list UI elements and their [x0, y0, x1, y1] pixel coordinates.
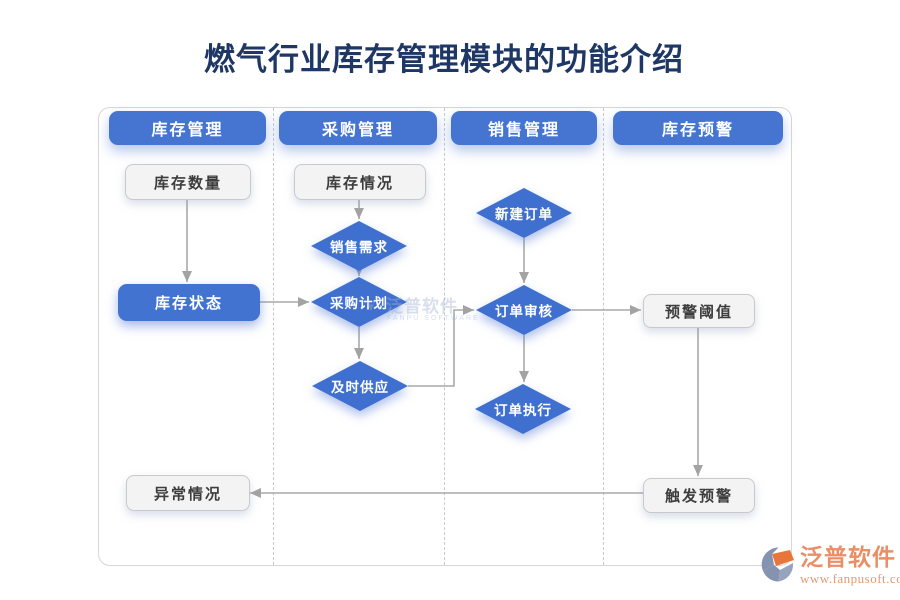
node-inventory-status: 库存状态 — [118, 284, 260, 321]
node-warning-threshold: 预警阈值 — [643, 294, 755, 328]
lane-header-inventory-management: 库存管理 — [109, 111, 266, 145]
node-inventory-quantity: 库存数量 — [125, 164, 251, 200]
node-order-execution: 订单执行 — [475, 384, 571, 434]
lane-header-purchase-management: 采购管理 — [279, 111, 437, 145]
corner-watermark: 泛普软件 www.fanpusoft.com — [760, 546, 900, 585]
flow-board: 库存管理 采购管理 销售管理 库存预警 库存数量 库存状态 异常情况 库存情况 … — [98, 107, 792, 566]
node-new-order: 新建订单 — [476, 188, 572, 238]
lane-divider — [444, 108, 445, 565]
node-abnormal-situation: 异常情况 — [126, 475, 250, 511]
lane-divider — [273, 108, 274, 565]
watermark-brand: 泛普软件 — [800, 544, 896, 570]
page-title: 燃气行业库存管理模块的功能介绍 — [204, 42, 684, 77]
node-sales-demand: 销售需求 — [311, 221, 407, 271]
edge-timely-supply-to-order-review — [408, 305, 474, 387]
node-timely-supply: 及时供应 — [312, 361, 408, 411]
lane-divider — [603, 108, 604, 565]
fanpu-logo-icon — [761, 547, 794, 582]
node-inventory-condition: 库存情况 — [294, 164, 426, 200]
lane-header-inventory-warning: 库存预警 — [613, 111, 783, 145]
node-purchase-plan: 采购计划 — [311, 277, 407, 327]
watermark-url: www.fanpusoft.com — [800, 571, 900, 586]
lane-header-sales-management: 销售管理 — [451, 111, 597, 145]
node-order-review: 订单审核 — [476, 285, 572, 335]
node-trigger-warning: 触发预警 — [643, 478, 755, 513]
